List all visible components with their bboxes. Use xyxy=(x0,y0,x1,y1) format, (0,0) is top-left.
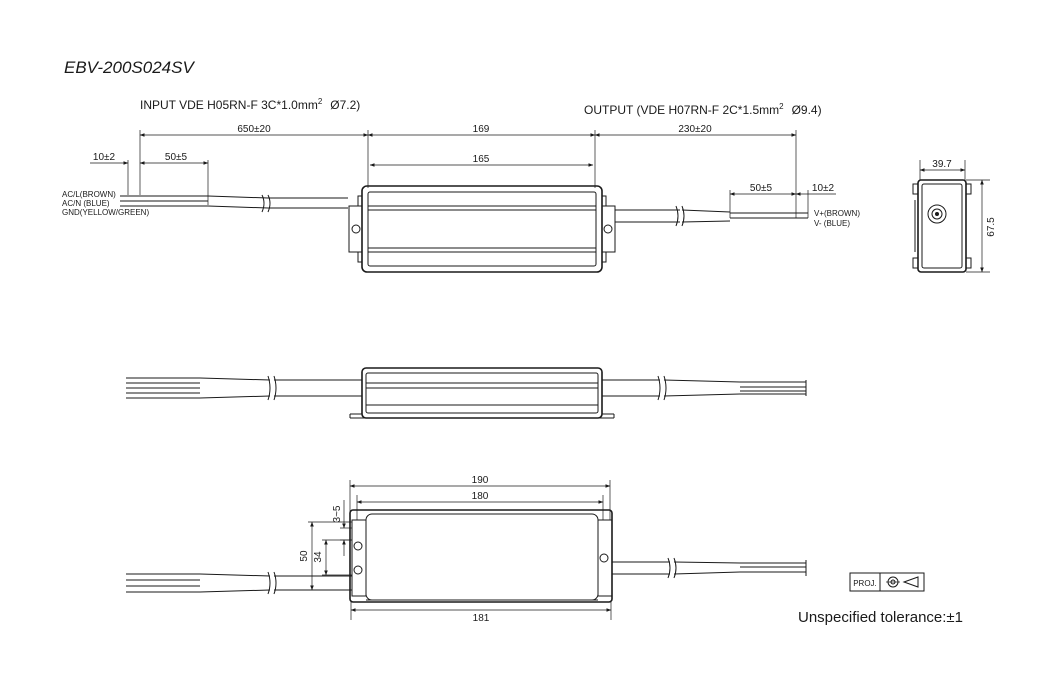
input-wire-label-2: AC/N (BLUE) xyxy=(62,199,110,208)
end-view-width-dim: 39.7 xyxy=(932,159,952,170)
input-cable-label: INPUT VDE H05RN-F 3C*1.0mm2 Ø7.2) xyxy=(140,97,360,112)
output-strip-dim: 10±2 xyxy=(812,183,835,194)
model-title: EBV-200S024SV xyxy=(64,58,195,77)
output-wires xyxy=(615,205,808,227)
slot-dim: 3~5 xyxy=(332,505,343,522)
cable-gland-icon xyxy=(927,204,947,224)
inner-length-dim: 165 xyxy=(473,154,490,165)
output-cable-text: OUTPUT (VDE H07RN-F 2C*1.5mm xyxy=(584,103,779,117)
top-view-housing xyxy=(348,185,616,273)
input-length-dim: 650±20 xyxy=(237,124,271,135)
output-wire-label-1: V+(BROWN) xyxy=(814,209,860,218)
body-length-dim: 169 xyxy=(473,124,490,135)
side-view xyxy=(126,367,807,419)
tolerance-note: Unspecified tolerance:±1 xyxy=(798,609,963,626)
top-view: 650±20 169 230±20 165 10±2 50±5 50±5 10±… xyxy=(62,124,860,273)
output-wire-label-2: V- (BLUE) xyxy=(814,219,850,228)
output-cable-diameter: Ø9.4) xyxy=(792,103,822,117)
input-cable-diameter: Ø7.2) xyxy=(330,98,360,112)
input-wire-label-3: GND(YELLOW/GREEN) xyxy=(62,208,149,217)
input-jacket-dim: 50±5 xyxy=(165,152,188,163)
first-angle-projection-icon xyxy=(886,576,919,588)
input-wires xyxy=(120,194,348,213)
slot-pitch-dim: 34 xyxy=(313,551,324,563)
output-cable-sup: 2 xyxy=(779,102,784,111)
output-length-dim: 230±20 xyxy=(678,124,712,135)
output-jacket-dim: 50±5 xyxy=(750,183,773,194)
base-length-dim: 181 xyxy=(473,613,490,624)
input-strip-dim: 10±2 xyxy=(93,152,116,163)
projection-symbol: PROJ. xyxy=(849,572,925,592)
bottom-view: 190 180 181 5 xyxy=(126,475,807,624)
end-view-height-dim: 67.5 xyxy=(986,217,997,237)
input-cable-sup: 2 xyxy=(318,97,323,106)
end-view: 39.7 67.5 xyxy=(912,159,997,273)
height-dim: 50 xyxy=(299,550,310,562)
input-cable-text: INPUT VDE H05RN-F 3C*1.0mm xyxy=(140,98,318,112)
overall-length-dim: 190 xyxy=(472,475,489,486)
output-cable-label: OUTPUT (VDE H07RN-F 2C*1.5mm2 Ø9.4) xyxy=(584,102,822,117)
projection-label: PROJ. xyxy=(853,579,877,588)
mount-pitch-dim: 180 xyxy=(472,491,489,502)
input-wire-label-1: AC/L(BROWN) xyxy=(62,190,116,199)
